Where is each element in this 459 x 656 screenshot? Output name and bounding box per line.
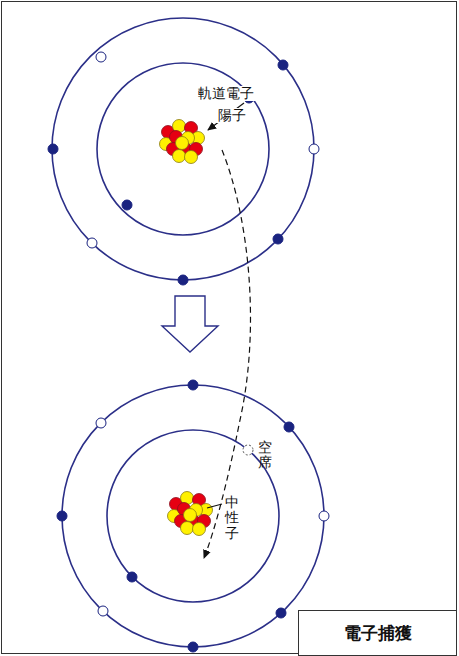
orbital-electron-label: 軌道電子 bbox=[196, 86, 256, 101]
vacancy-label: 空席 bbox=[258, 440, 272, 471]
caption-box: 電子捕獲 bbox=[298, 610, 457, 656]
neutron-label: 中性子 bbox=[225, 495, 239, 541]
proton-label: 陽子 bbox=[216, 108, 248, 123]
caption-text: 電子捕獲 bbox=[344, 622, 412, 645]
